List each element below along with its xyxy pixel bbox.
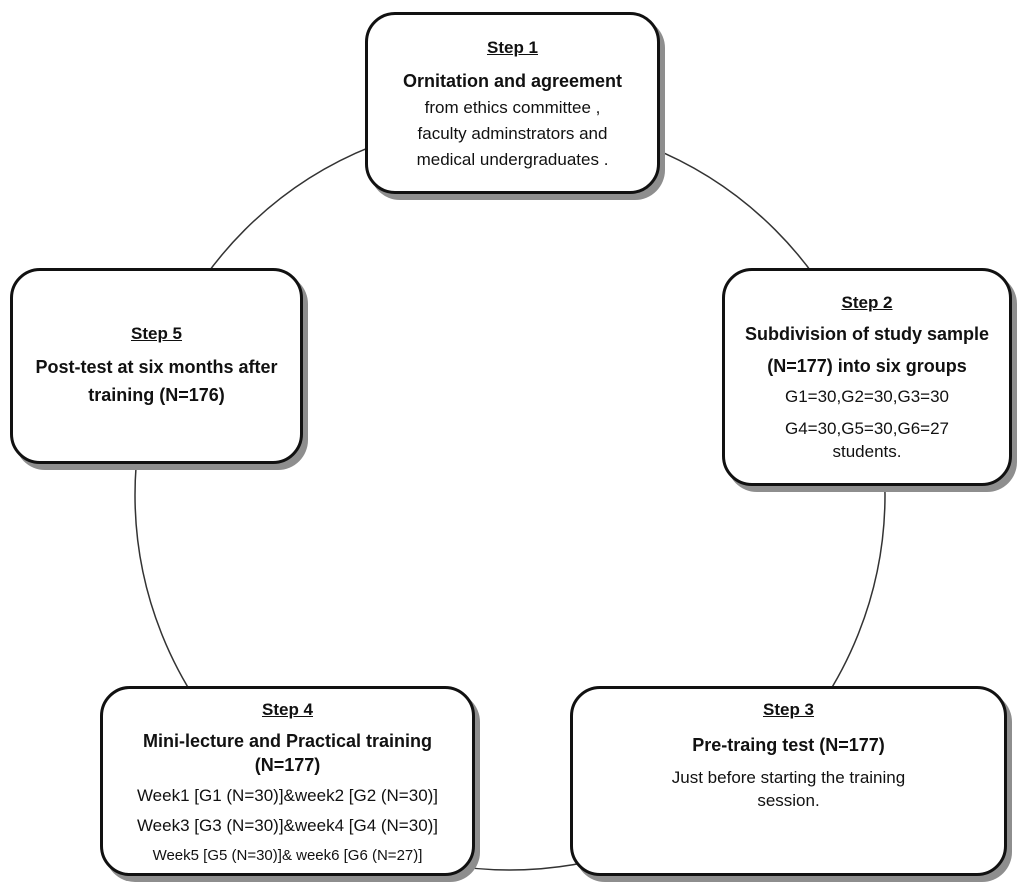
step-4-box: Step 4 Mini-lecture and Practical traini… — [100, 686, 475, 876]
step-5-heading-2: training (N=176) — [88, 385, 225, 405]
step-2-title: Step 2 — [841, 293, 893, 312]
step-2-line-2: G4=30,G5=30,G6=27 — [785, 419, 949, 438]
step-5-title: Step 5 — [130, 324, 183, 343]
step-5-heading-1: Post-test at six months after — [35, 357, 278, 377]
step-2-heading-2: (N=177) into six groups — [767, 356, 967, 376]
step-1-line-2: faculty adminstrators and — [417, 124, 608, 143]
step-3-box: Step 3 Pre-traing test (N=177) Just befo… — [570, 686, 1007, 876]
step-3-line-1: Just before starting the training — [671, 768, 906, 787]
step-2-box: Step 2 Subdivision of study sample (N=17… — [722, 268, 1012, 486]
step-4-week-line-2: Week3 [G3 (N=30)]&week4 [G4 (N=30)] — [136, 816, 439, 835]
step-2-line-1: G1=30,G2=30,G3=30 — [785, 387, 949, 406]
step-5-box: Step 5 Post-test at six months after tra… — [10, 268, 303, 464]
step-1-title: Step 1 — [486, 38, 539, 57]
step-4-title: Step 4 — [261, 700, 314, 719]
step-4-heading-1: Mini-lecture and Practical training — [142, 731, 433, 751]
step-1-line-1: from ethics committee , — [424, 98, 601, 117]
step-4-week-line-3: Week5 [G5 (N=30)]& week6 [G6 (N=27)] — [152, 847, 423, 864]
step-2-heading-1: Subdivision of study sample — [744, 324, 990, 344]
step-1-heading: Ornitation and agreement — [402, 71, 623, 91]
step-1-box: Step 1 Ornitation and agreement from eth… — [365, 12, 660, 194]
step-1-line-3: medical undergraduates . — [416, 150, 609, 169]
step-3-title: Step 3 — [762, 700, 815, 719]
step-4-week-line-1: Week1 [G1 (N=30)]&week2 [G2 (N=30)] — [136, 786, 439, 805]
step-3-heading: Pre-traing test (N=177) — [692, 735, 885, 755]
step-3-line-2: session. — [757, 791, 820, 810]
step-4-heading-2: (N=177) — [254, 755, 321, 775]
step-2-line-3: students. — [832, 442, 902, 461]
